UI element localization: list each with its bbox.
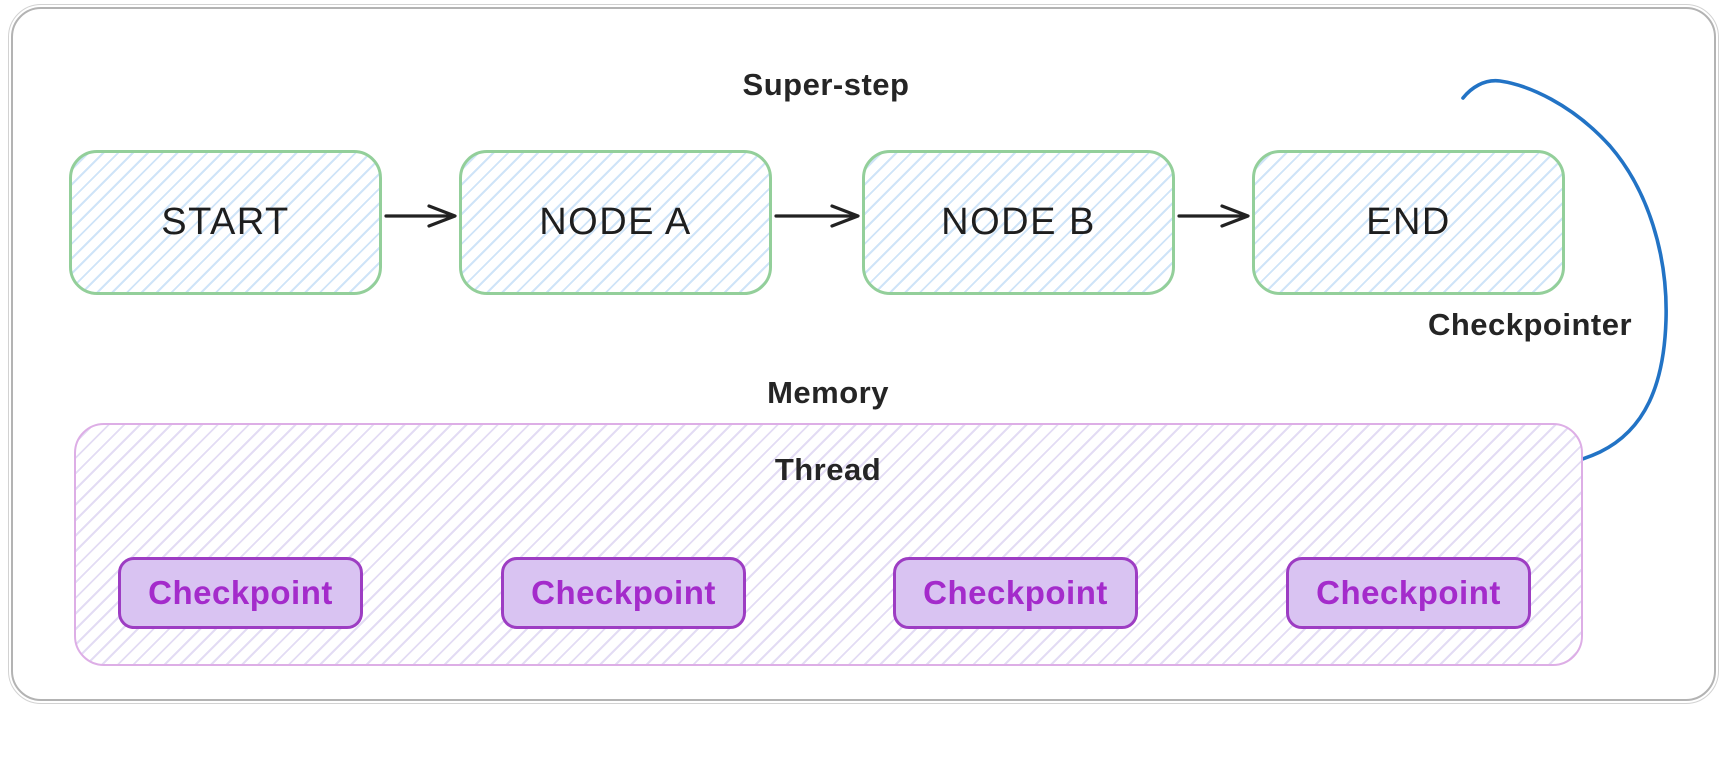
checkpoint-4: Checkpoint <box>1286 557 1531 629</box>
checkpointer-label: Checkpointer <box>1427 307 1633 342</box>
thread-label: Thread <box>774 452 882 487</box>
node-end: END <box>1252 150 1565 295</box>
node-start: START <box>69 150 382 295</box>
checkpoint-1: Checkpoint <box>118 557 363 629</box>
superstep-title: Super-step <box>742 67 910 102</box>
checkpoint-2: Checkpoint <box>501 557 746 629</box>
node-start-label: START <box>161 201 290 243</box>
checkpoint-4-label: Checkpoint <box>1316 574 1501 611</box>
node-a: NODE A <box>459 150 772 295</box>
memory-label: Memory <box>767 375 889 410</box>
outer-card <box>8 4 1719 704</box>
checkpoint-3: Checkpoint <box>893 557 1138 629</box>
checkpoint-2-label: Checkpoint <box>531 574 716 611</box>
checkpoint-1-label: Checkpoint <box>148 574 333 611</box>
checkpoint-3-label: Checkpoint <box>923 574 1108 611</box>
node-a-label: NODE A <box>539 201 692 243</box>
node-b: NODE B <box>862 150 1175 295</box>
node-b-label: NODE B <box>941 201 1096 243</box>
node-end-label: END <box>1366 201 1451 243</box>
